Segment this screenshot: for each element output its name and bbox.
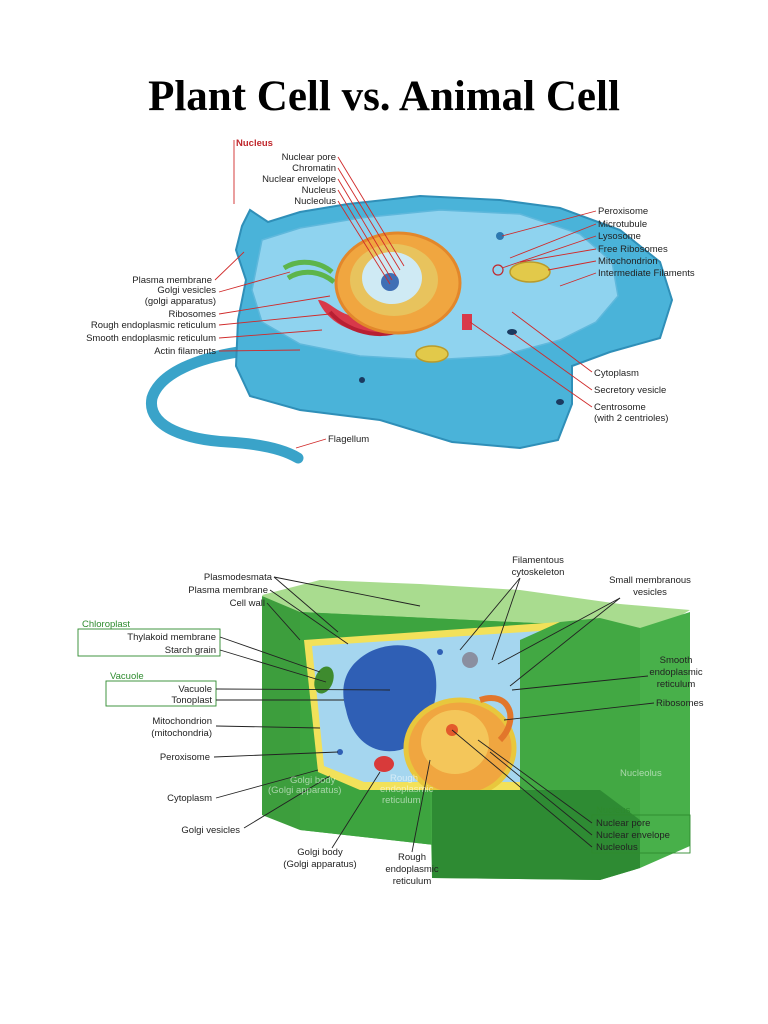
page-title: Plant Cell vs. Animal Cell bbox=[148, 73, 620, 120]
plant-label-nuclear-pore: Nuclear pore bbox=[596, 818, 650, 829]
plant-label-plasmodesmata: Plasmodesmata bbox=[204, 572, 273, 583]
plant-ghost-rough-2: endoplasmic bbox=[380, 784, 434, 795]
animal-label-intermediate-filaments: Intermediate Filaments bbox=[598, 268, 695, 279]
plant-label-golgi-body: Golgi body bbox=[297, 847, 343, 858]
plant-label-golgi-apparatus: (Golgi apparatus) bbox=[283, 859, 356, 870]
plant-label-mitochondrion: Mitochondrion bbox=[152, 716, 212, 727]
animal-golgi bbox=[282, 259, 334, 275]
plant-cell-diagram: Plasmodesmata Plasma membrane Cell wall … bbox=[77, 555, 704, 887]
animal-group-nucleus: Nucleus bbox=[236, 138, 273, 149]
plant-label-golgi-vesicles: Golgi vesicles bbox=[181, 825, 240, 836]
flagellum-shape bbox=[146, 346, 304, 464]
plant-chloroplast bbox=[314, 666, 334, 694]
plant-label-smooth-er-3: reticulum bbox=[657, 679, 696, 690]
plant-label-smooth-er-1: Smooth bbox=[660, 655, 693, 666]
plant-label-filamentous-1: Filamentous bbox=[512, 555, 564, 566]
animal-label-free-ribosomes: Free Ribosomes bbox=[598, 244, 668, 255]
plant-label-peroxisome: Peroxisome bbox=[160, 752, 210, 763]
animal-label-golgi-apparatus: (golgi apparatus) bbox=[145, 296, 216, 307]
plant-label-vacuole: Vacuole bbox=[178, 684, 212, 695]
animal-label-peroxisome: Peroxisome bbox=[598, 206, 648, 217]
animal-label-centrosome: Centrosome bbox=[594, 402, 646, 413]
animal-label-cytoplasm: Cytoplasm bbox=[594, 368, 639, 379]
animal-label-rough-er: Rough endoplasmic reticulum bbox=[91, 320, 216, 331]
animal-label-nuclear-pore: Nuclear pore bbox=[282, 152, 336, 163]
animal-label-ribosomes: Ribosomes bbox=[168, 309, 216, 320]
plant-label-rough-er-3: reticulum bbox=[393, 876, 432, 887]
animal-label-plasma-membrane: Plasma membrane bbox=[132, 275, 212, 286]
animal-label-nuclear-envelope: Nuclear envelope bbox=[262, 174, 336, 185]
animal-cell-diagram: Nucleus Nuclear pore Chromatin Nuclear e… bbox=[86, 138, 695, 464]
plant-group-nucleus: Nucleus bbox=[596, 805, 631, 816]
plant-ghost-golgi-1: Golgi body bbox=[290, 775, 336, 786]
animal-label-centrioles: (with 2 centrioles) bbox=[594, 413, 668, 424]
plant-cell-wall bbox=[262, 596, 300, 830]
plant-label-cell-wall: Cell wall bbox=[230, 598, 265, 609]
plant-label-ribosomes: Ribosomes bbox=[656, 698, 704, 709]
animal-label-actin-filaments: Actin filaments bbox=[154, 346, 216, 357]
animal-label-smooth-er: Smooth endoplasmic reticulum bbox=[86, 333, 216, 344]
animal-label-nucleolus: Nucleolus bbox=[294, 196, 336, 207]
plant-label-tonoplast: Tonoplast bbox=[171, 695, 212, 706]
plant-label-nuclear-envelope: Nuclear envelope bbox=[596, 830, 670, 841]
animal-label-golgi-vesicles: Golgi vesicles bbox=[157, 285, 216, 296]
plant-label-cytoplasm: Cytoplasm bbox=[167, 793, 212, 804]
animal-label-secretory-vesicle: Secretory vesicle bbox=[594, 385, 666, 396]
plant-golgi bbox=[374, 756, 394, 772]
plant-label-rough-er-1: Rough bbox=[398, 852, 426, 863]
plant-label-small-vesicles-2: vesicles bbox=[633, 587, 667, 598]
plant-label-rough-er-2: endoplasmic bbox=[385, 864, 439, 875]
plant-ghost-rough-3: reticulum bbox=[382, 795, 421, 806]
plant-label-small-vesicles-1: Small membranous bbox=[609, 575, 691, 586]
plant-group-chloroplast: Chloroplast bbox=[82, 619, 130, 630]
plant-ghost-rough-1: Rough bbox=[390, 773, 418, 784]
animal-label-microtubule: Microtubule bbox=[598, 219, 647, 230]
plant-label-starch-grain: Starch grain bbox=[165, 645, 216, 656]
plant-ghost-nucleolus: Nucleolus bbox=[620, 768, 662, 779]
plant-label-plasma-membrane: Plasma membrane bbox=[188, 585, 268, 596]
plant-label-mitochondria: (mitochondria) bbox=[151, 728, 212, 739]
plant-group-vacuole: Vacuole bbox=[110, 671, 144, 682]
animal-label-nucleus: Nucleus bbox=[302, 185, 337, 196]
plant-rough-er bbox=[479, 695, 514, 743]
animal-label-lysosome: Lysosome bbox=[598, 231, 641, 242]
plant-label-filamentous-2: cytoskeleton bbox=[512, 567, 565, 578]
animal-label-mitochondrion: Mitochondrion bbox=[598, 256, 658, 267]
animal-label-flagellum: Flagellum bbox=[328, 434, 369, 445]
plant-label-thylakoid: Thylakoid membrane bbox=[127, 632, 216, 643]
plant-label-smooth-er-2: endoplasmic bbox=[649, 667, 703, 678]
animal-mitochondrion bbox=[509, 261, 551, 283]
plant-ghost-golgi-2: (Golgi apparatus) bbox=[268, 785, 341, 796]
plant-label-nucleolus: Nucleolus bbox=[596, 842, 638, 853]
animal-label-chromatin: Chromatin bbox=[292, 163, 336, 174]
